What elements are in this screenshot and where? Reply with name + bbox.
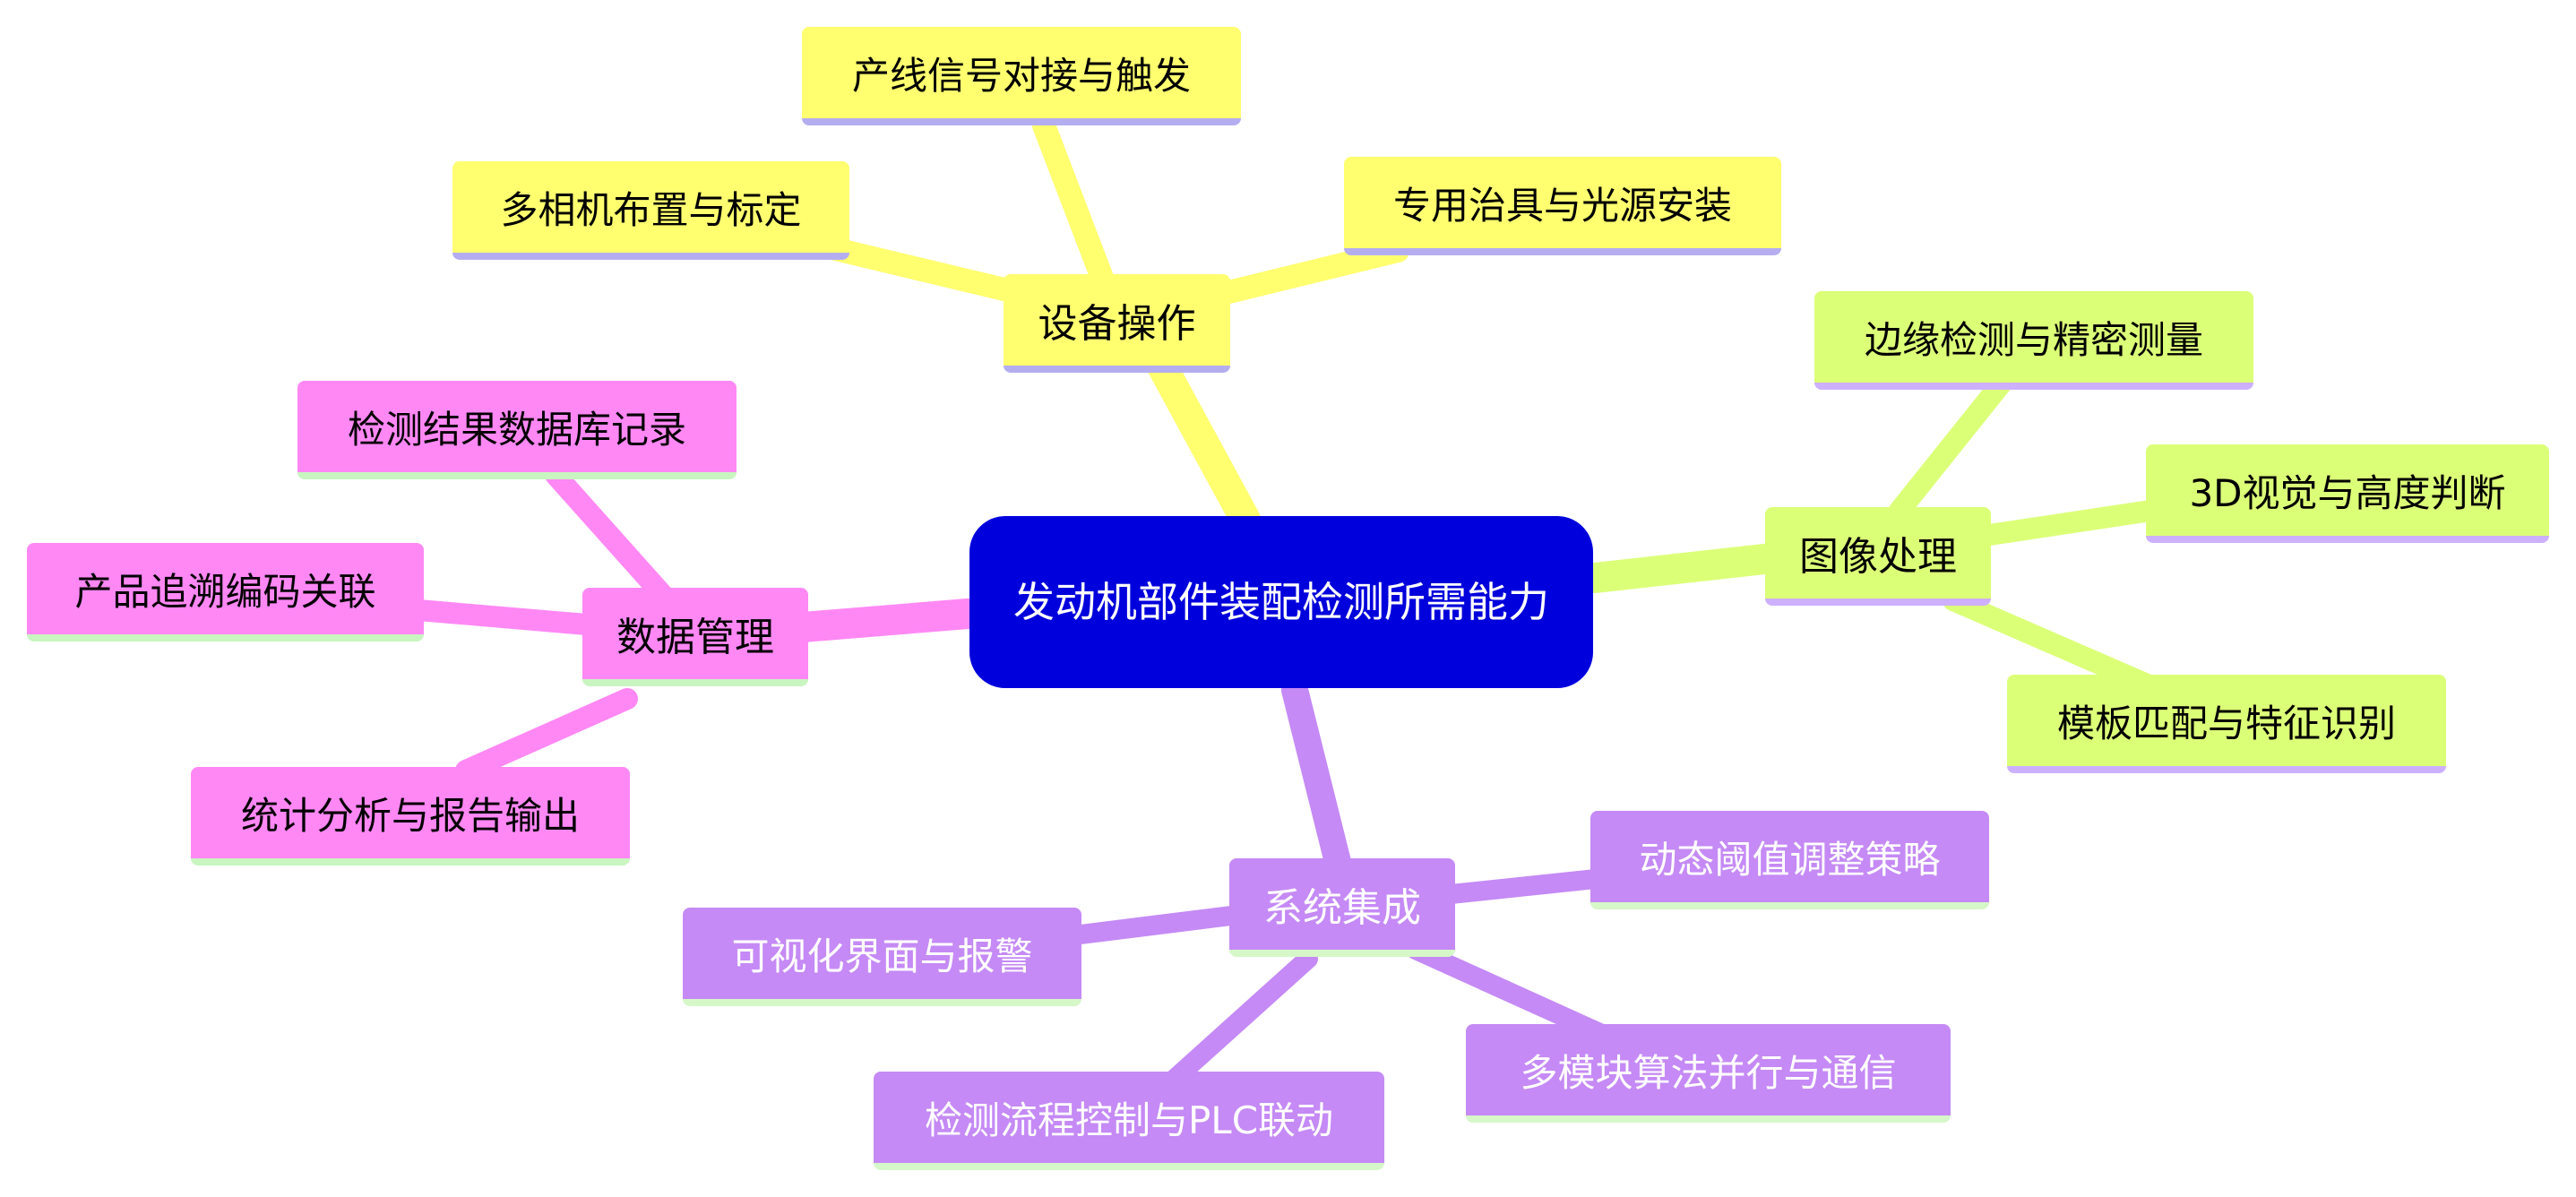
leaf-image-1-label: 边缘检测与精密测量 [1864,317,2203,362]
branch-equipment-label: 设备操作 [1038,301,1196,347]
leaf-system-1[interactable]: 动态阈值调整策略 [1590,811,1989,909]
branch-image[interactable]: 图像处理 [1765,507,1991,606]
edge-image-leaf-1 [1889,366,2018,521]
edge-system-leaf-4 [1164,949,1318,1089]
root-node[interactable]: 发动机部件装配检测所需能力 [969,516,1593,688]
leaf-image-2-label: 3D视觉与高度判断 [2189,470,2506,515]
edge-system-leaf-2 [1056,904,1255,946]
edge-equipment-leaf-3 [1202,239,1409,307]
leaf-image-3[interactable]: 模板匹配与特征识别 [2007,675,2446,773]
leaf-equipment-1[interactable]: 产线信号对接与触发 [802,27,1241,125]
edge-data-leaf-1 [545,464,678,611]
leaf-system-3[interactable]: 多模块算法并行与通信 [1466,1024,1951,1123]
branch-system-label: 系统集成 [1263,885,1421,931]
leaf-system-3-label: 多模块算法并行与通信 [1520,1050,1897,1095]
leaf-equipment-3[interactable]: 专用治具与光源安装 [1344,157,1781,255]
leaf-system-2-label: 可视化界面与报警 [731,934,1033,978]
leaf-system-4-label: 检测流程控制与PLC联动 [924,1098,1334,1142]
edge-equipment-leaf-1 [1032,114,1114,289]
branch-image-label: 图像处理 [1799,534,1957,580]
leaf-image-3-label: 模板匹配与特征识别 [2056,701,2396,745]
branch-equipment[interactable]: 设备操作 [1004,274,1230,373]
leaf-data-1-label: 检测结果数据库记录 [347,407,686,452]
edge-root-system [1281,676,1357,900]
leaf-image-2[interactable]: 3D视觉与高度判断 [2146,444,2549,543]
edge-equipment-leaf-2 [813,235,1042,307]
leaf-data-2-label: 产品追溯编码关联 [74,569,376,614]
leaf-image-1[interactable]: 边缘检测与精密测量 [1814,291,2253,390]
root-label: 发动机部件装配检测所需能力 [1013,578,1549,626]
edge-data-leaf-3 [455,688,638,781]
leaf-system-4[interactable]: 检测流程控制与PLC联动 [874,1072,1384,1170]
leaf-data-1[interactable]: 检测结果数据库记录 [297,381,737,479]
leaf-data-2[interactable]: 产品追溯编码关联 [27,543,424,642]
leaf-equipment-2-label: 多相机布置与标定 [500,187,802,232]
leaf-equipment-2[interactable]: 多相机布置与标定 [452,161,849,260]
leaf-system-1-label: 动态阈值调整策略 [1639,837,1941,882]
branch-data-label: 数据管理 [616,615,774,660]
branch-system[interactable]: 系统集成 [1229,858,1455,957]
edge-system-leaf-1 [1424,868,1614,906]
leaf-data-3-label: 统计分析与报告输出 [240,793,580,838]
leaf-data-3[interactable]: 统计分析与报告输出 [191,767,630,865]
leaf-equipment-3-label: 专用治具与光源安装 [1392,183,1732,228]
leaf-system-2[interactable]: 可视化界面与报警 [683,908,1081,1006]
branch-data[interactable]: 数据管理 [582,588,808,686]
leaf-equipment-1-label: 产线信号对接与触发 [851,53,1191,98]
edge-system-leaf-3 [1406,940,1614,1045]
edge-image-leaf-2 [1960,500,2161,548]
